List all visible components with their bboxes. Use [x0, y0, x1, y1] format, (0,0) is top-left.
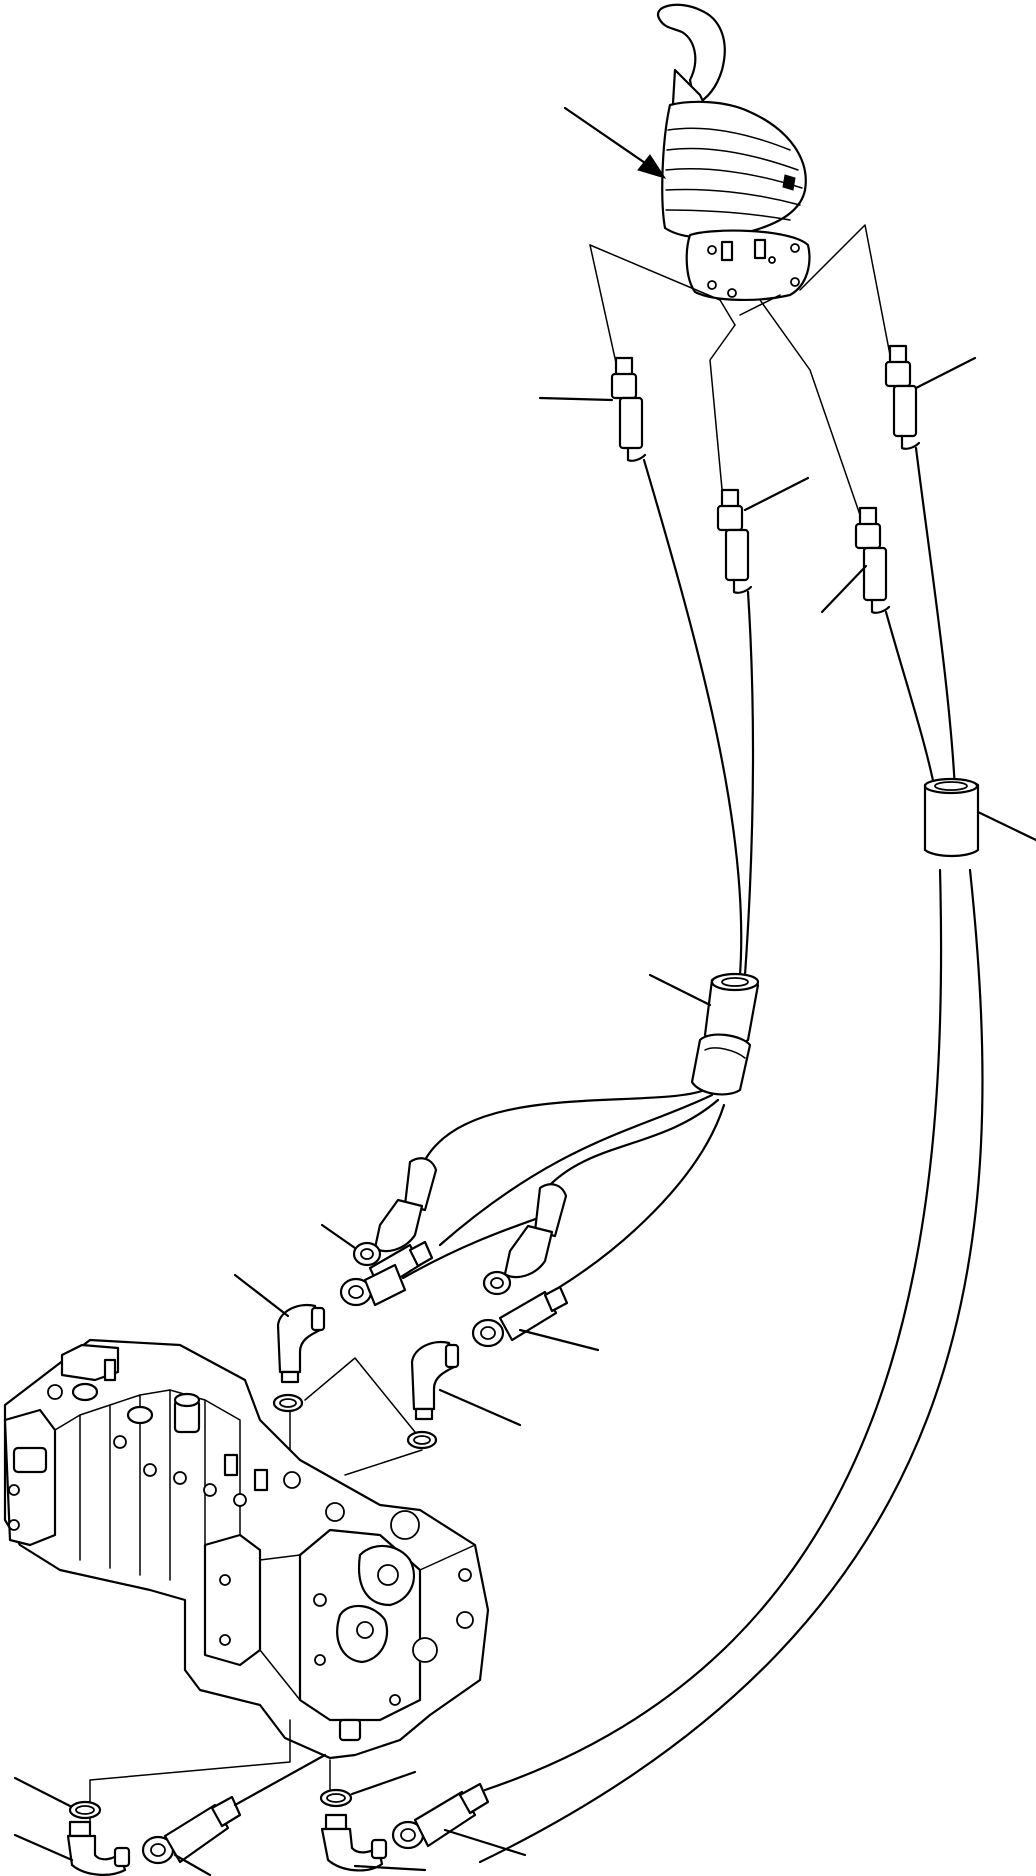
hose-end-straight-right	[471, 1285, 600, 1352]
port-reference-lines	[589, 224, 891, 516]
port-fitting-right	[884, 344, 921, 450]
port-fitting-left	[610, 356, 647, 462]
hose-end-straight-left	[339, 1240, 434, 1307]
hose-clamp-center	[648, 972, 760, 1096]
hose-fitting-bottom-left	[141, 1753, 327, 1876]
o-ring-left	[272, 1393, 304, 1413]
joystick-lever-assembly	[656, 3, 811, 301]
elbow-adapter-bottom-left	[13, 1820, 131, 1876]
upper-fitting-leaders	[538, 356, 977, 614]
hose-end-elbow-left	[320, 1157, 438, 1267]
o-ring-bottom-left	[13, 1776, 102, 1820]
port-fitting-center-left	[716, 488, 753, 594]
hose-clamp-right	[923, 777, 1036, 858]
o-ring-bottom-right	[319, 1770, 417, 1808]
hoses	[401, 446, 984, 1864]
elbow-adapter-bottom-right	[320, 1813, 427, 1872]
elbow-adapter-left	[233, 1273, 326, 1384]
elbow-adapter-right	[410, 1340, 522, 1427]
port-fitting-center-right	[854, 506, 891, 614]
o-ring-right	[406, 1430, 438, 1450]
hose-fitting-bottom-right	[391, 1782, 527, 1857]
control-valve-block	[3, 1338, 490, 1760]
o-ring-reference-lines	[289, 1357, 423, 1481]
hose-end-elbow-right	[482, 1183, 568, 1296]
joystick-leader-arrow	[563, 106, 667, 179]
